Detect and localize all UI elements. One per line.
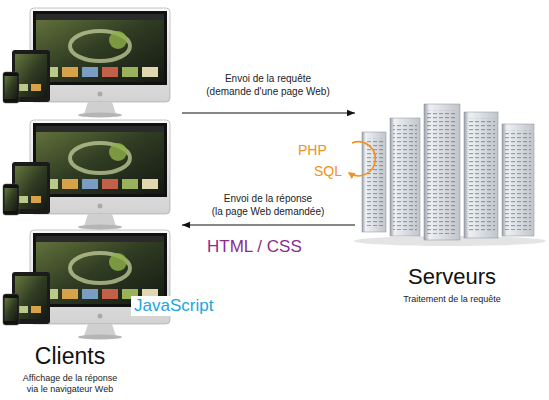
client-devices	[3, 120, 170, 230]
client-group: ClientsAffichage de la réponse via le na…	[0, 0, 182, 400]
client-devices	[3, 8, 170, 118]
client-devices	[3, 230, 170, 340]
technology-label: SQL	[314, 163, 342, 179]
edge-label-line: (demande d'une page Web)	[206, 85, 329, 98]
group-heading: Clients	[35, 344, 105, 369]
server-racks	[354, 104, 546, 246]
group-heading: Serveurs	[408, 265, 496, 289]
server-rack	[502, 124, 534, 236]
rack-slots	[467, 118, 495, 232]
arrow-connector	[182, 112, 355, 113]
group-caption: Affichage de la réponse via le navigateu…	[19, 373, 121, 396]
processing-loop-arrow	[349, 142, 375, 176]
rack-slots	[427, 110, 457, 234]
server-rack	[424, 104, 460, 240]
technology-label: HTML / CSS	[207, 237, 302, 257]
server-rack	[464, 112, 498, 238]
server-rack	[390, 118, 420, 236]
edge-label: Envoi de la requête (demande d'une page …	[204, 72, 331, 98]
server-group: ServeursTraitement de la requête	[355, 90, 549, 312]
server-rack	[362, 132, 386, 232]
edge-label-line: Envoi de la réponse	[212, 192, 325, 205]
rack-slots	[505, 130, 531, 230]
rack-slots	[393, 124, 417, 230]
edge-label-line: Envoi de la requête	[206, 72, 329, 85]
group-caption: Traitement de la requête	[403, 294, 501, 306]
arrow-connector	[182, 224, 355, 225]
technology-label: PHP	[298, 142, 327, 158]
edge-label: Envoi de la réponse (la page Web demandé…	[210, 192, 327, 218]
technology-label: JavaScript	[131, 296, 216, 316]
edge-label-line: (la page Web demandée)	[212, 205, 325, 218]
